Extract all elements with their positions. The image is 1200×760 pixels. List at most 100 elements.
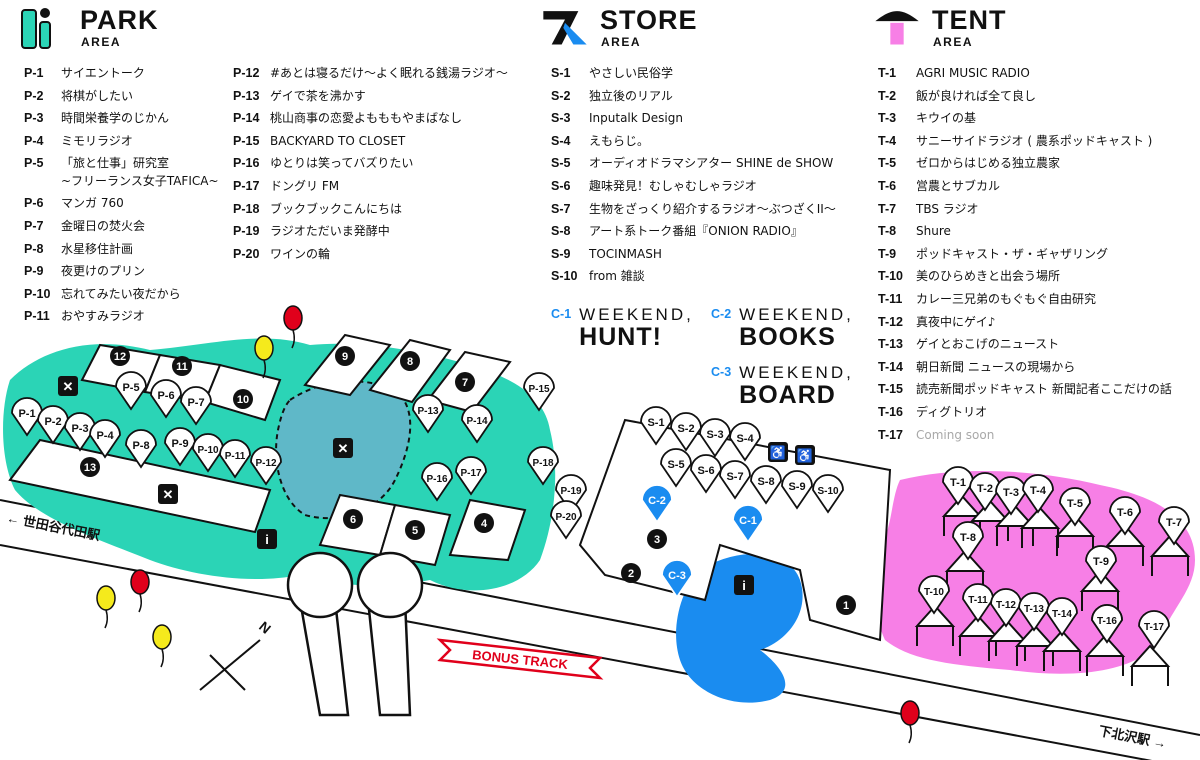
weekend-line1: WEEKEND,: [579, 305, 694, 324]
item-code: P-5: [24, 156, 44, 171]
svg-text:P-18: P-18: [532, 458, 554, 469]
item-code: P-16: [233, 156, 260, 171]
item-name: ゆとりは笑ってバズりたい: [270, 156, 414, 171]
item-name: 桃山商事の恋愛よもももやまばなし: [270, 111, 463, 126]
svg-text:T-12: T-12: [996, 600, 1016, 611]
item-code: P-11: [24, 309, 50, 324]
item-name: #あとは寝るだけ〜よく眠れる銭湯ラジオ〜: [270, 66, 508, 80]
svg-text:✕: ✕: [63, 379, 74, 394]
balloon-icon: [130, 569, 150, 613]
svg-text:S-4: S-4: [736, 433, 754, 445]
svg-text:S-9: S-9: [788, 481, 805, 493]
svg-text:S-5: S-5: [667, 459, 684, 471]
item-name: ワインの輪: [270, 246, 331, 261]
item-code: P-4: [24, 133, 44, 148]
tent-area-header: TENT AREA: [872, 4, 1007, 50]
pin-p-12: P-12: [250, 446, 282, 486]
item-code: T-4: [878, 133, 897, 148]
item-name: ラジオただいま発酵中: [270, 224, 390, 239]
pin-t-16: T-16: [1091, 604, 1123, 644]
pin-s-5: S-5: [660, 448, 692, 488]
pin-s-8: S-8: [750, 465, 782, 505]
item-name: ゲイとおこげのニュースト: [916, 337, 1060, 352]
balloons: [96, 305, 920, 744]
svg-text:T-5: T-5: [1067, 498, 1083, 510]
item-code: T-14: [878, 359, 904, 374]
svg-text:9: 9: [342, 351, 348, 363]
restaurant-icon: ✕: [58, 376, 78, 396]
item-name: AGRI MUSIC RADIO: [916, 66, 1030, 80]
svg-text:P-17: P-17: [460, 468, 482, 479]
item-name: ドングリ FM: [270, 178, 340, 193]
restroom-icon: ♿: [768, 442, 788, 462]
pin-s-1: S-1: [640, 406, 672, 446]
svg-text:10: 10: [237, 394, 249, 406]
svg-text:6: 6: [350, 514, 356, 526]
item-code: T-9: [878, 246, 897, 261]
pin-p-14: P-14: [461, 404, 493, 444]
item-code: T-13: [878, 337, 904, 352]
item-code: P-17: [233, 178, 260, 193]
item-code: T-11: [878, 291, 903, 306]
item-name: マンガ 760: [61, 196, 124, 211]
svg-text:i: i: [742, 578, 746, 593]
pin-t-10: T-10: [918, 575, 950, 615]
svg-text:N: N: [256, 618, 274, 637]
svg-text:T-11: T-11: [968, 595, 988, 606]
pin-t-6: T-6: [1109, 496, 1141, 536]
item-code: S-2: [551, 88, 571, 103]
svg-text:S-7: S-7: [726, 471, 743, 483]
item-code: P-3: [24, 111, 44, 126]
svg-text:♿: ♿: [797, 448, 813, 463]
svg-text:P-6: P-6: [157, 390, 174, 402]
svg-text:3: 3: [654, 534, 660, 546]
pin-t-7: T-7: [1158, 506, 1190, 546]
building-number-9: 9: [335, 346, 355, 366]
svg-text:T-10: T-10: [924, 587, 944, 598]
pin-s-9: S-9: [781, 470, 813, 510]
pin-p-16: P-16: [421, 462, 453, 502]
svg-text:12: 12: [114, 351, 126, 363]
svg-text:T-17: T-17: [1144, 622, 1164, 633]
item-name: from 雑談: [589, 269, 645, 284]
building-number-13: 13: [80, 457, 100, 477]
svg-text:P-5: P-5: [122, 382, 139, 394]
restaurant-icon: ✕: [333, 438, 353, 458]
item-name: カレー三兄弟のもぐもぐ自由研究: [916, 291, 1097, 306]
facility-icons: ✕✕✕ii♿♿: [58, 376, 815, 595]
pin-t-14: T-14: [1046, 597, 1078, 637]
pin-c-3: C-3: [661, 559, 693, 599]
svg-text:P-12: P-12: [255, 458, 277, 469]
svg-text:C-2: C-2: [648, 495, 666, 507]
svg-text:4: 4: [481, 518, 488, 530]
north-compass: N: [199, 618, 274, 691]
balloon-icon: [96, 585, 116, 629]
item-name: 忘れてみたい夜だから: [61, 286, 181, 301]
tent-area-subtitle: AREA: [933, 34, 974, 49]
svg-text:S-6: S-6: [697, 465, 714, 477]
pin-s-10: S-10: [812, 474, 844, 514]
svg-text:5: 5: [412, 525, 418, 537]
item-code: T-5: [878, 156, 897, 171]
pin-p-15: P-15: [523, 372, 555, 412]
balloon-icon: [283, 305, 303, 349]
item-name: ディグトリオ: [916, 404, 988, 419]
weekend-code: C-2: [711, 307, 732, 321]
svg-text:i: i: [265, 532, 269, 547]
svg-text:13: 13: [84, 462, 96, 474]
list-item: P-12#あとは寝るだけ〜よく眠れる銭湯ラジオ〜: [233, 62, 508, 85]
